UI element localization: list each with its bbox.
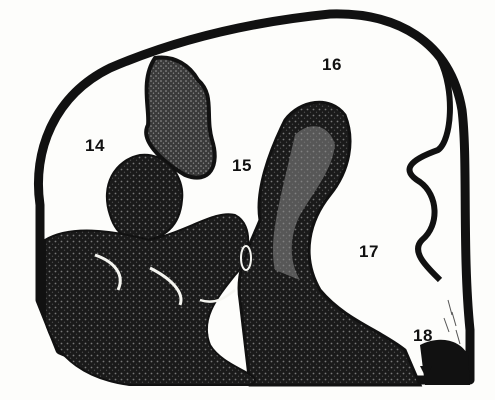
right-hatching [444, 300, 460, 344]
label-18: 18 [413, 326, 433, 346]
lower-left-mass [45, 214, 255, 385]
label-14: 14 [85, 136, 105, 156]
label-16: 16 [322, 55, 342, 75]
bottom-right-mass [420, 340, 470, 385]
label-15: 15 [232, 156, 252, 176]
right-wall [410, 60, 450, 280]
left-lobe [107, 155, 182, 240]
label-17: 17 [359, 242, 379, 262]
